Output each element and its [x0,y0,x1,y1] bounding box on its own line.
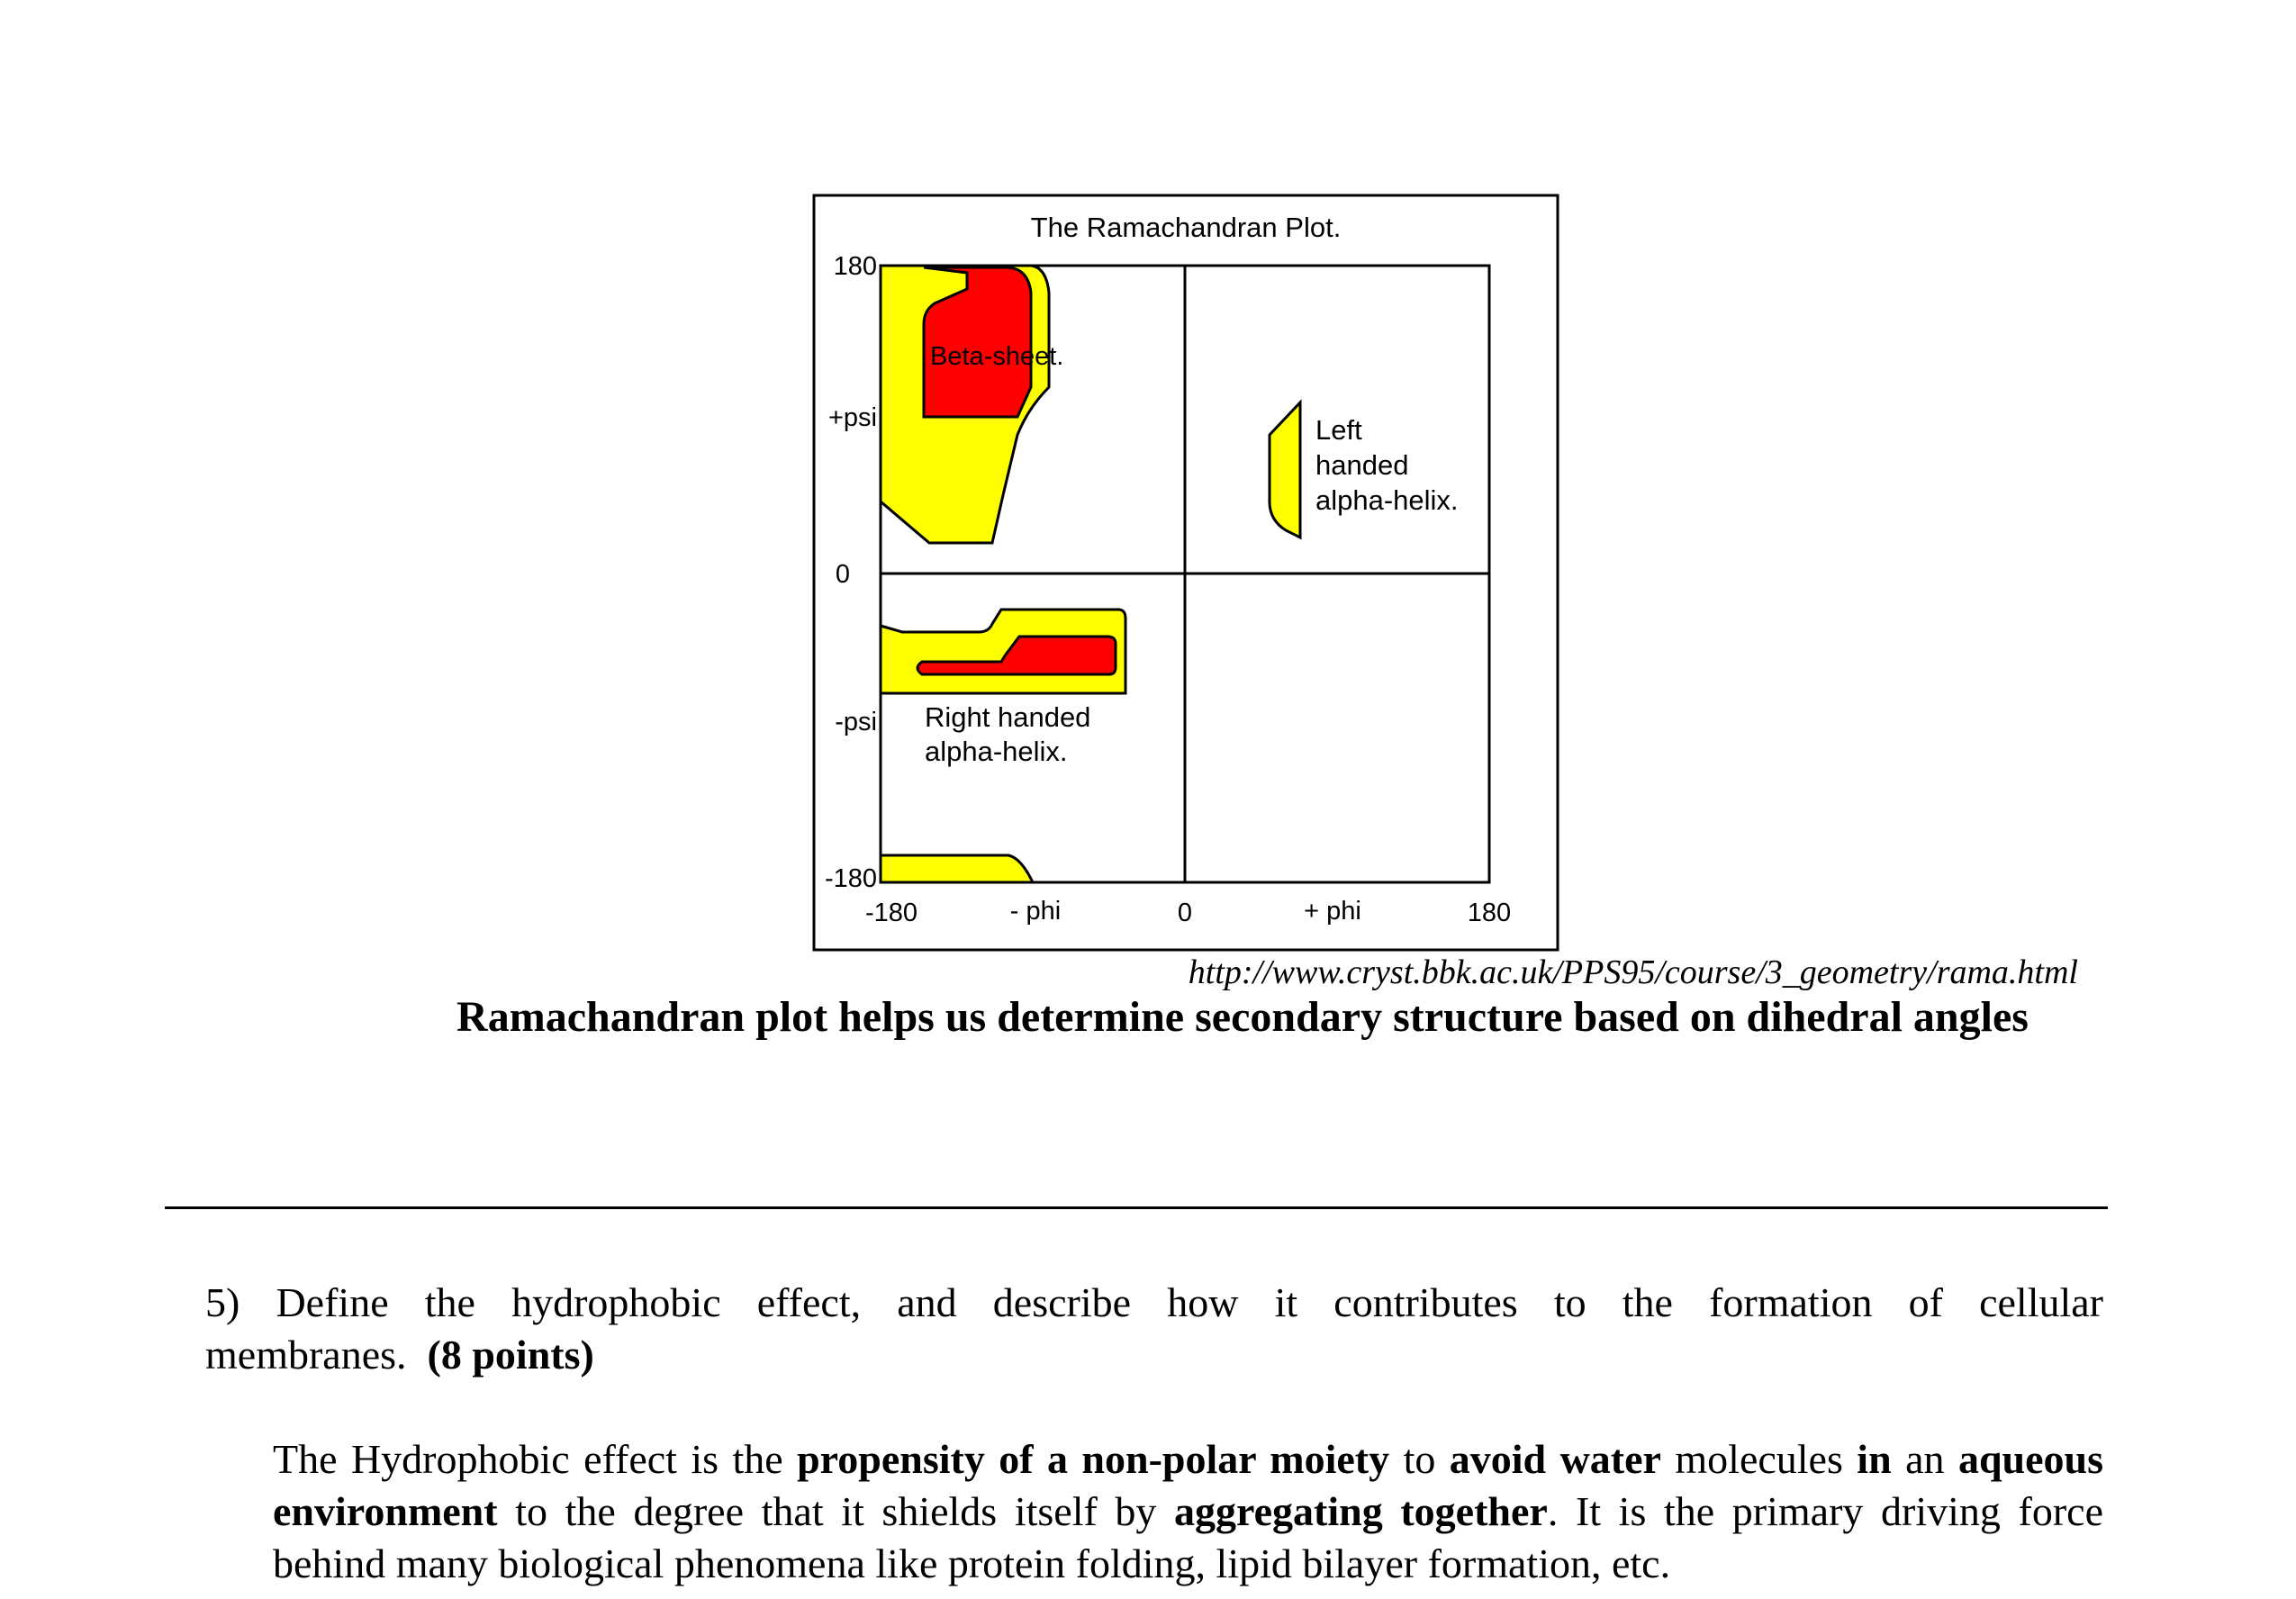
left-helix-label: alpha-helix. [1315,484,1459,516]
section-divider [165,1206,2108,1209]
x-tick-label: 180 [1468,899,1511,927]
answer-bold: aggregating together [1174,1488,1548,1534]
alpha-left-allowed-region [1268,399,1302,540]
answer-bold: aqueous environment [273,1436,2104,1534]
y-tick-label: -psi [835,708,877,736]
answer-text: to [1389,1436,1450,1482]
answer-bold: avoid water [1449,1436,1661,1482]
answer-text: to the degree that it shields itself by [497,1488,1175,1534]
ramachandran-plot-figure: The Ramachandran Plot. 180 +psi 0 -psi -… [812,194,1559,952]
y-tick-label: 0 [836,560,850,589]
answer-bold: propensity of a non-polar moiety [797,1436,1390,1482]
answer-text: an [1891,1436,1958,1482]
left-helix-label: handed [1315,449,1408,481]
source-url: http://www.cryst.bbk.ac.uk/PPS95/course/… [1188,953,2078,991]
right-helix-label: Right handed [925,701,1090,733]
x-tick-label: 0 [1178,899,1192,927]
bottom-allowed-region [879,854,1035,884]
answer-bold: in [1857,1436,1892,1482]
y-tick-label: 180 [834,252,877,281]
y-tick-label: +psi [828,403,877,432]
answer-text: . It is the primary driving force behind… [273,1488,2104,1586]
answer-text: The Hydrophobic effect is the [273,1436,798,1482]
left-helix-label: Left [1315,414,1362,446]
alpha-right-core-region [916,635,1117,676]
figure-title: The Ramachandran Plot. [1031,212,1342,243]
figure-caption: Ramachandran plot helps us determine sec… [456,993,2029,1041]
y-tick-label: -180 [825,864,877,893]
x-tick-label: + phi [1304,897,1361,926]
question-text: membranes. [205,1332,407,1378]
answer-paragraph: The Hydrophobic effect is the propensity… [273,1433,2103,1590]
x-tick-label: -180 [865,899,917,927]
answer-text: molecules [1660,1436,1858,1482]
right-helix-label: alpha-helix. [925,736,1068,767]
beta-core-region [922,266,1033,419]
question-line-1: 5) Define the hydrophobic effect, and de… [205,1279,2103,1325]
question-line-2: membranes. (8 points) [205,1329,594,1381]
question-points: (8 points) [427,1332,594,1378]
x-tick-label: - phi [1010,897,1061,926]
beta-sheet-label: Beta-sheet. [930,342,1063,371]
